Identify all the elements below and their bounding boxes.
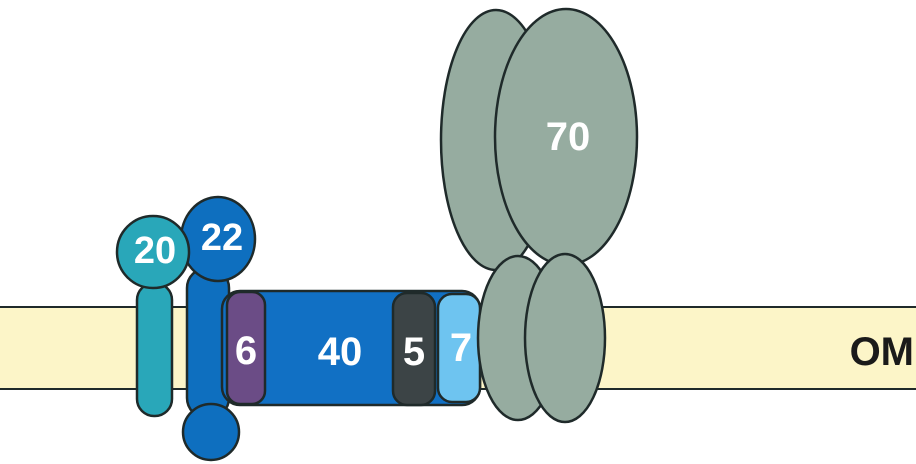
tom20-stalk: [135, 281, 174, 418]
tom20-protein: [115, 214, 191, 418]
tom70-label: 70: [546, 115, 591, 159]
tom5-subunit: [391, 291, 437, 407]
tom5-label: 5: [403, 330, 425, 374]
tom70-front-base: [523, 252, 607, 424]
tom22-label: 22: [201, 217, 243, 259]
tom7-label: 7: [450, 326, 472, 370]
tom6-label: 6: [235, 329, 257, 373]
tom40-label: 40: [318, 330, 363, 374]
tom22-ims-domain: [181, 402, 241, 462]
tom20-head: [115, 214, 191, 290]
tom6-subunit: [225, 290, 267, 406]
membrane-label: OM: [850, 330, 914, 374]
tom70-protein: [439, 7, 639, 424]
tom22-protein: [179, 195, 257, 462]
tom20-label: 20: [134, 230, 176, 272]
